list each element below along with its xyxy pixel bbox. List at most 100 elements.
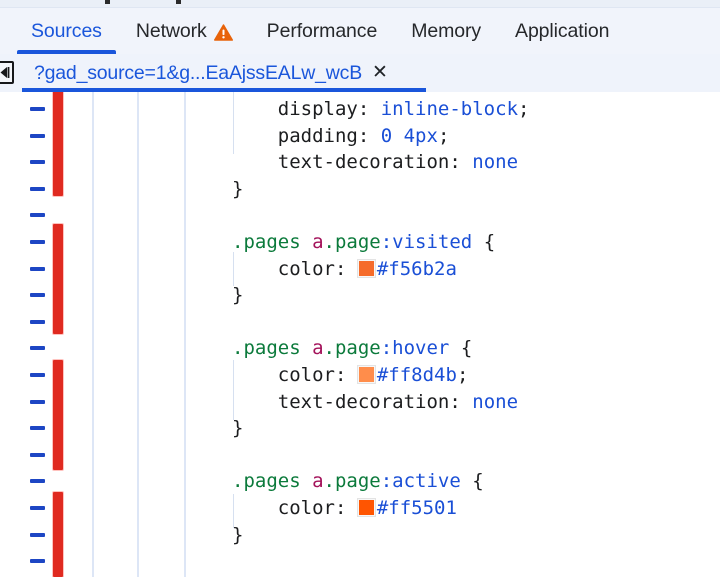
code-line[interactable]: padding: 0 4px; xyxy=(232,123,450,150)
color-swatch[interactable] xyxy=(357,499,375,516)
line-number-placeholder xyxy=(30,107,45,111)
line-number-placeholder xyxy=(30,213,45,218)
code-indent xyxy=(232,497,278,519)
code-token-punct: : xyxy=(357,124,381,147)
tab-performance[interactable]: Performance xyxy=(250,8,395,54)
code-indent xyxy=(232,391,278,413)
code-token-brace: { xyxy=(472,231,496,253)
code-line[interactable]: color: #f56b2a xyxy=(232,256,457,283)
color-swatch[interactable] xyxy=(357,259,375,277)
code-line[interactable]: text-decoration: none xyxy=(232,389,518,416)
code-line[interactable]: color: #ff5501 xyxy=(232,495,457,522)
code-token-val: none xyxy=(472,390,519,413)
code-token-brace: } xyxy=(232,284,244,307)
devtools-tabbar: Sources Network Performance Memory Applicati… xyxy=(0,8,720,54)
line-number-placeholder xyxy=(30,293,45,298)
tab-memory[interactable]: Memory xyxy=(394,8,498,54)
code-line[interactable]: .pages a.page:active { xyxy=(232,468,484,495)
code-line[interactable]: .pages a.page:hover { xyxy=(232,335,472,362)
code-indent xyxy=(232,125,278,147)
tab-label: Sources xyxy=(31,19,102,42)
code-token-val: #f56b2a xyxy=(376,257,457,280)
line-number-placeholder xyxy=(30,399,45,404)
code-token-val: inline-block xyxy=(380,98,519,120)
code-token-brace: { xyxy=(449,337,473,360)
code-line[interactable]: text-decoration: none xyxy=(232,149,518,176)
line-number-placeholder xyxy=(30,319,45,324)
line-number-placeholder xyxy=(30,373,45,377)
code-token-brace: } xyxy=(232,417,244,440)
code-token-brace: } xyxy=(232,177,244,200)
code-token-prop: text-decoration xyxy=(277,151,450,174)
code-line[interactable]: } xyxy=(232,176,243,203)
tab-application[interactable]: Application xyxy=(498,8,626,54)
clipped-toolbar-sliver xyxy=(0,0,720,8)
code-indent xyxy=(232,98,278,120)
code-token-prop: color xyxy=(277,497,335,519)
indent-guide xyxy=(233,92,234,154)
line-number-placeholder xyxy=(30,133,45,138)
code-line[interactable]: display: inline-block; xyxy=(232,96,530,123)
code-token-brace: } xyxy=(232,523,244,546)
line-number-placeholder xyxy=(30,452,45,457)
tab-network[interactable]: Network xyxy=(119,8,250,54)
code-line[interactable]: .pages a.page:visited { xyxy=(232,229,495,256)
code-line[interactable]: } xyxy=(232,282,243,309)
code-token-prop: text-decoration xyxy=(277,390,450,413)
source-editor[interactable]: display: inline-block; padding: 0 4px; t… xyxy=(0,92,720,577)
column-separator-0 xyxy=(92,92,94,577)
code-token-tag: a xyxy=(312,231,324,253)
code-token-punct: : xyxy=(334,497,358,519)
tab-label: Network xyxy=(135,19,207,42)
color-swatch[interactable] xyxy=(357,366,375,383)
close-icon[interactable]: ✕ xyxy=(372,61,388,83)
file-tab-strip: ?gad_source=1&g...EaAjssEALw_wcB ✕ xyxy=(0,54,720,92)
line-number-placeholder xyxy=(30,479,45,484)
code-token-punct: ; xyxy=(518,98,530,120)
code-token-prop: display xyxy=(277,98,358,120)
code-line[interactable]: } xyxy=(232,415,243,442)
tab-label: Performance xyxy=(266,19,378,42)
code-token-punct: : xyxy=(334,257,358,280)
line-number-placeholder xyxy=(30,426,45,431)
warning-triangle-icon xyxy=(213,23,233,41)
line-number-placeholder xyxy=(30,346,45,351)
column-separator-2 xyxy=(184,92,186,577)
code-indent xyxy=(232,151,278,173)
code-token-val: none xyxy=(472,151,519,174)
code-line[interactable]: color: #ff8d4b; xyxy=(232,362,469,389)
change-marker-bar xyxy=(53,92,63,196)
change-marker-bar xyxy=(53,360,63,470)
code-token-punct: : xyxy=(449,390,473,413)
line-number-placeholder xyxy=(30,266,45,271)
code-line[interactable]: } xyxy=(232,522,243,549)
indent-guide xyxy=(233,360,234,420)
file-tab[interactable]: ?gad_source=1&g...EaAjssEALw_wcB ✕ xyxy=(22,54,400,92)
tab-label: Memory xyxy=(411,19,482,42)
code-token-punct: ; xyxy=(437,124,450,147)
tab-label: Application xyxy=(515,19,610,42)
line-number-placeholder xyxy=(30,506,45,510)
code-token-sel: .page xyxy=(323,470,381,493)
collapse-panel-left-icon[interactable] xyxy=(0,61,14,84)
code-token-tag: a xyxy=(312,337,324,360)
tab-sources[interactable]: Sources xyxy=(14,8,119,54)
code-token-sel: .pages xyxy=(232,231,313,253)
code-token-sel: .page xyxy=(323,337,381,360)
change-marker-bar xyxy=(53,224,63,334)
code-token-tag: a xyxy=(312,470,324,493)
code-token-punct: ; xyxy=(456,364,469,386)
sliver-nub xyxy=(105,0,110,4)
code-token-prop: color xyxy=(277,257,335,280)
change-marker-bar xyxy=(53,492,63,577)
code-token-pseudo: :active xyxy=(380,470,461,493)
code-token-punct: : xyxy=(449,151,473,174)
code-token-pseudo: :visited xyxy=(380,231,473,253)
file-tab-label: ?gad_source=1&g...EaAjssEALw_wcB xyxy=(34,61,363,84)
code-token-punct: : xyxy=(357,98,381,120)
code-indent xyxy=(232,364,278,386)
line-number-placeholder xyxy=(30,160,45,165)
file-tab-active-underline xyxy=(22,88,426,92)
sliver-nub xyxy=(176,0,181,4)
